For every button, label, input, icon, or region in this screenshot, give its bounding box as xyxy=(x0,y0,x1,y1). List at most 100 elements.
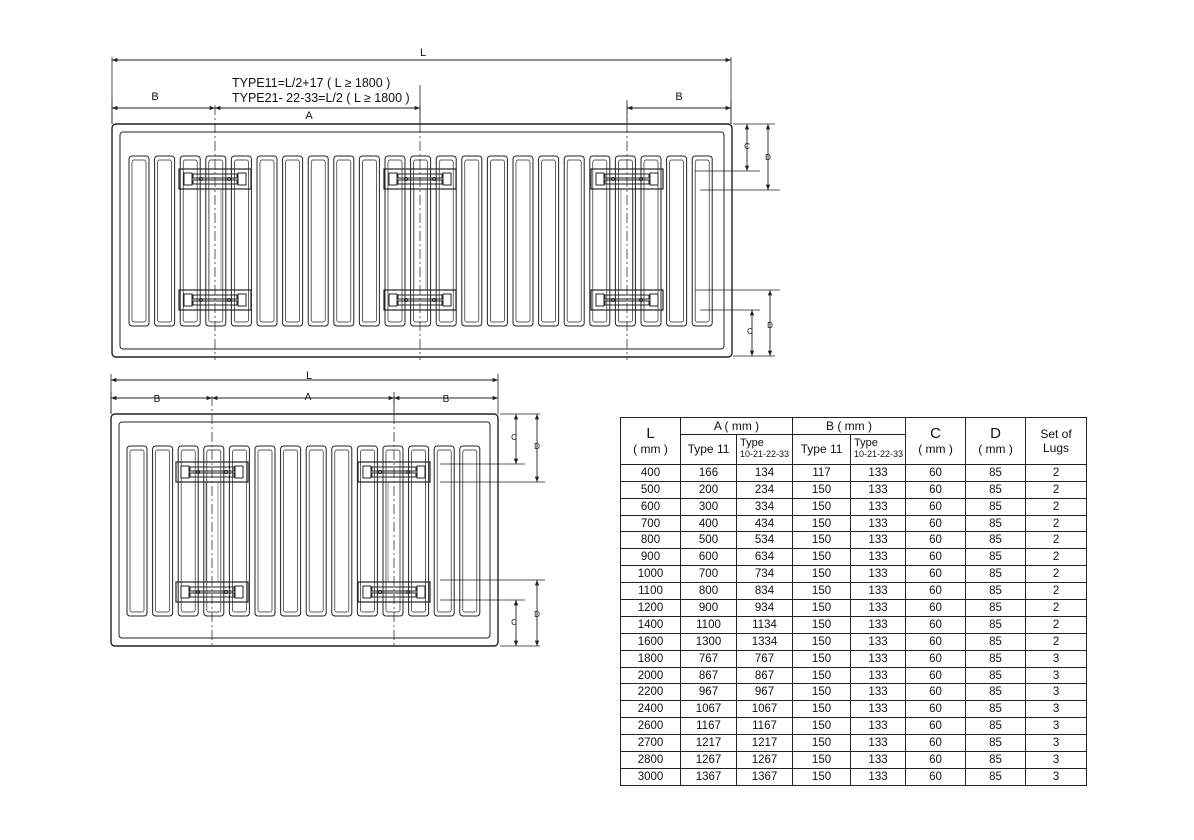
bracket-lug xyxy=(180,465,190,479)
table-cell: 133 xyxy=(850,582,907,601)
table-cell: 60 xyxy=(905,548,967,567)
bracket-slot xyxy=(371,586,417,592)
table-cell: 150 xyxy=(792,632,852,651)
table-cell: 2400 xyxy=(620,700,681,719)
radiator-fin xyxy=(691,155,713,327)
bracket-hole xyxy=(404,177,408,181)
table-cell: 500 xyxy=(620,480,681,499)
table-cell: 133 xyxy=(850,717,907,736)
table-cell: 1067 xyxy=(680,700,737,719)
table-cell: 85 xyxy=(965,548,1027,567)
table-cell: 85 xyxy=(965,683,1027,702)
table-cell: 85 xyxy=(965,599,1027,617)
table-cell: 150 xyxy=(792,514,852,533)
table-cell: 2 xyxy=(1025,514,1088,533)
bracket-hole xyxy=(199,298,203,302)
header-B-type11: Type 11 xyxy=(792,433,852,465)
radiator-fin-inner xyxy=(232,449,247,613)
bracket-hole xyxy=(199,177,203,181)
table-cell: 133 xyxy=(850,531,907,550)
table-cell: 150 xyxy=(792,599,852,617)
radiator-fin xyxy=(433,445,455,617)
bracket-hole xyxy=(227,177,231,181)
table-cell: 150 xyxy=(792,649,852,668)
table-cell: 2 xyxy=(1025,565,1088,584)
dim-label-B-top-right: B xyxy=(675,91,682,103)
table-cell: 85 xyxy=(965,700,1027,719)
table-cell: 1100 xyxy=(680,615,737,634)
table-cell: 600 xyxy=(680,548,737,567)
radiator-fin-inner xyxy=(566,159,582,323)
radiator-fin-inner xyxy=(180,449,196,613)
table-cell: 967 xyxy=(735,683,794,702)
radiator-fin xyxy=(358,155,380,327)
table-cell: 133 xyxy=(850,649,907,668)
bracket-lug xyxy=(442,293,452,307)
table-cell: 150 xyxy=(792,767,852,786)
table-cell: 1400 xyxy=(620,615,681,634)
dim-label-A-bottom: A xyxy=(305,392,312,403)
radiator-fin xyxy=(384,155,406,327)
table-cell: 85 xyxy=(965,615,1027,634)
radiator-fin xyxy=(356,445,378,617)
radiator-fin-inner xyxy=(464,159,480,323)
dim-label-B-bottom-right: B xyxy=(443,394,450,405)
bracket-slot xyxy=(397,300,443,306)
table-cell: 60 xyxy=(905,632,967,651)
bracket-lug xyxy=(649,172,659,186)
radiator-drawing-three-lugs xyxy=(111,57,780,360)
table-cell: 85 xyxy=(965,565,1027,584)
table-cell: 60 xyxy=(905,514,967,533)
bracket-slot xyxy=(192,173,238,179)
table-cell: 1067 xyxy=(735,700,794,719)
dim-label-B-top-left: B xyxy=(151,91,158,103)
table-cell: 3 xyxy=(1025,751,1088,769)
table-cell: 800 xyxy=(620,531,681,550)
table-cell: 734 xyxy=(735,565,794,584)
radiator-fin xyxy=(333,155,355,327)
bracket-hole xyxy=(404,298,408,302)
table-cell: 1100 xyxy=(620,582,681,601)
table-cell: 3 xyxy=(1025,666,1088,685)
table-cell: 1367 xyxy=(735,767,794,786)
table-cell: 85 xyxy=(965,531,1027,550)
dim-label-C-top-upper: C xyxy=(744,142,750,151)
table-cell: 900 xyxy=(680,599,737,617)
bracket-lug xyxy=(388,172,398,186)
table-cell: 900 xyxy=(620,548,681,567)
bracket-lug xyxy=(595,293,605,307)
radiator-fin-inner xyxy=(436,449,452,613)
radiator-fin-inner xyxy=(438,159,454,323)
bracket-lug xyxy=(234,465,244,479)
radiator-fin xyxy=(177,445,199,617)
table-cell: 867 xyxy=(735,666,794,685)
radiator-fin xyxy=(154,155,176,327)
radiator-fin xyxy=(205,155,227,327)
radiator-fin-inner xyxy=(283,449,298,613)
table-cell: 767 xyxy=(680,649,737,668)
bracket-hole xyxy=(196,470,200,474)
table-cell: 1367 xyxy=(680,767,737,786)
table-cell: 934 xyxy=(735,599,794,617)
radiator-fin xyxy=(435,155,457,327)
table-cell: 400 xyxy=(680,514,737,533)
bracket-lug xyxy=(183,172,193,186)
radiator-fin xyxy=(331,445,353,617)
header-A-type11: Type 11 xyxy=(680,433,737,465)
mounting-bracket xyxy=(590,168,664,190)
radiator-fin-inner xyxy=(257,449,273,613)
radiator-inner-frame xyxy=(118,421,491,639)
bracket-lug xyxy=(180,585,190,599)
table-cell: 700 xyxy=(680,565,737,584)
bracket-lug xyxy=(416,465,426,479)
table-cell: 2 xyxy=(1025,599,1088,617)
table-cell: 134 xyxy=(735,463,794,482)
bracket-lug xyxy=(362,585,372,599)
